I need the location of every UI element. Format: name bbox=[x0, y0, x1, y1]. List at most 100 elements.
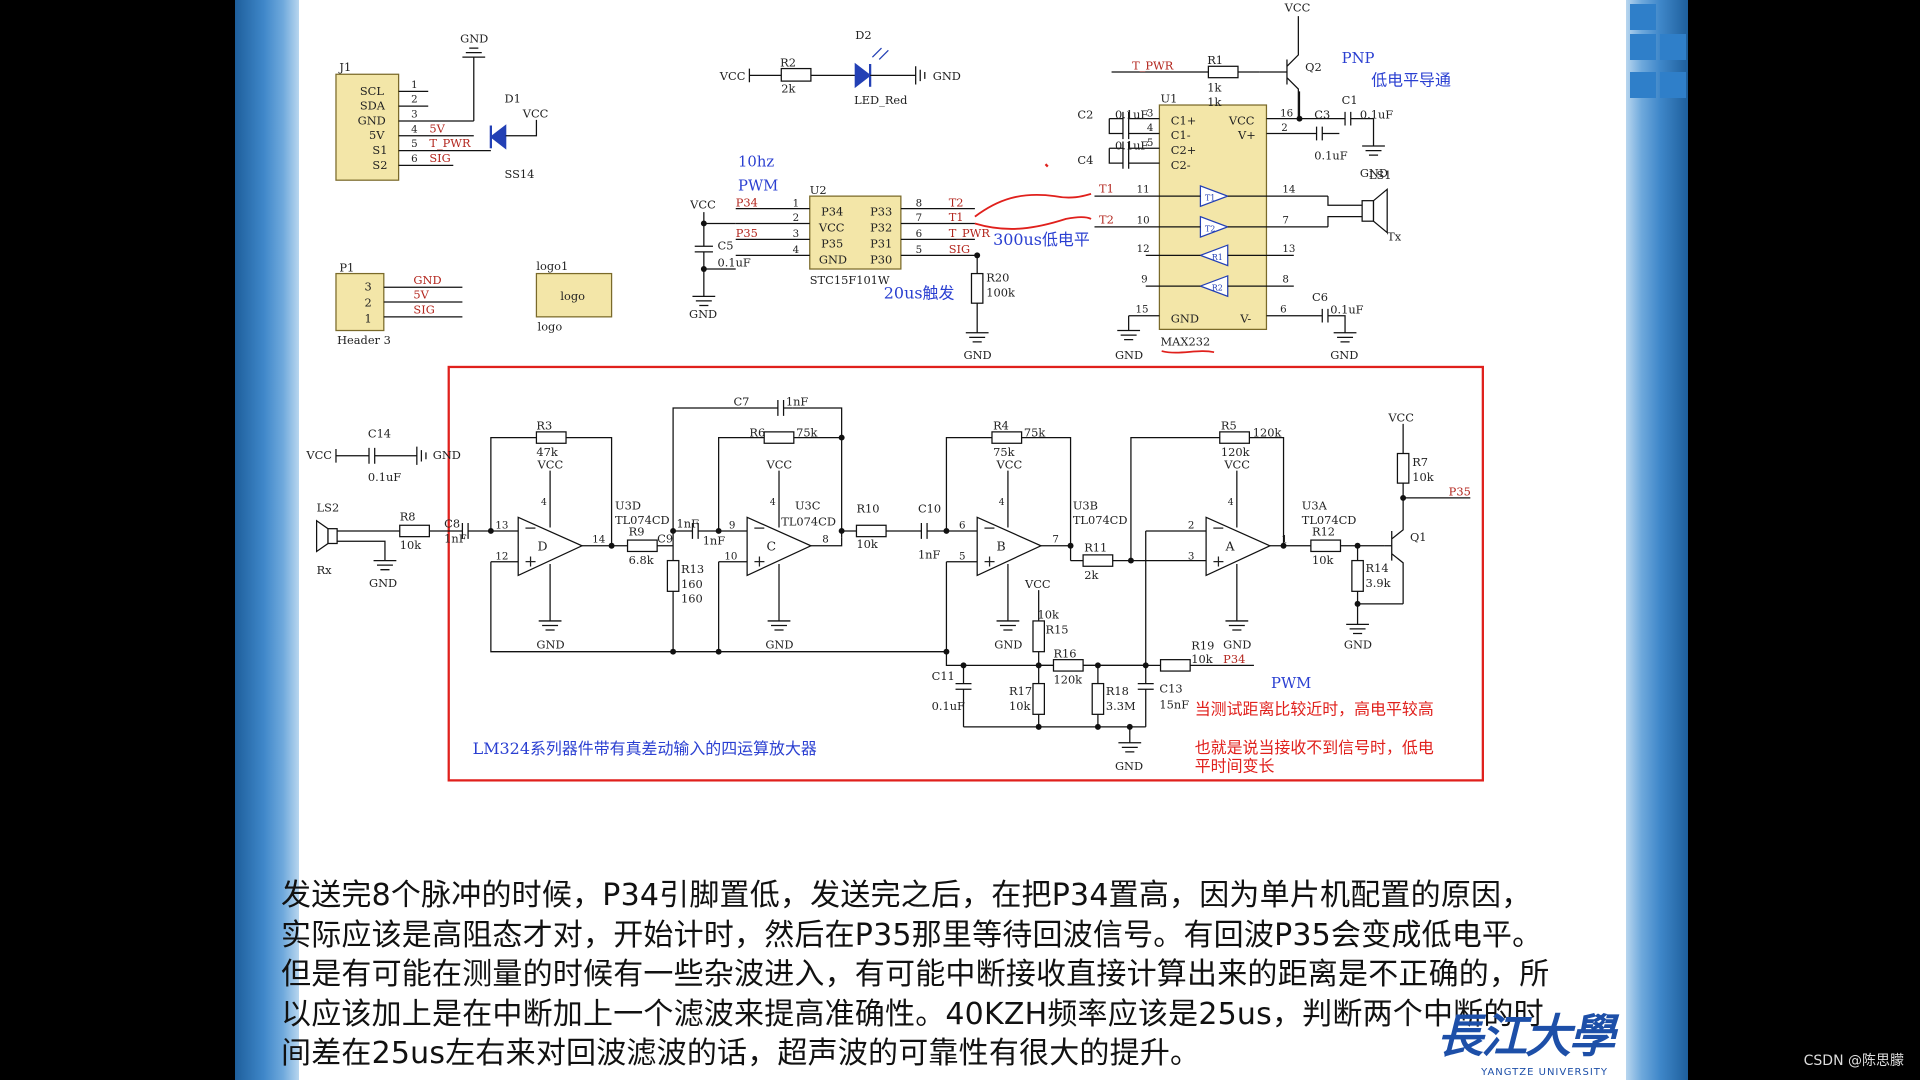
svg-text:3.9k: 3.9k bbox=[1366, 576, 1391, 590]
svg-text:R5: R5 bbox=[1221, 419, 1237, 433]
svg-text:6: 6 bbox=[916, 228, 923, 240]
svg-text:−: − bbox=[753, 518, 766, 537]
svg-text:5: 5 bbox=[916, 244, 923, 256]
svg-text:logo: logo bbox=[538, 320, 563, 334]
svg-text:R19: R19 bbox=[1191, 638, 1214, 652]
svg-text:P33: P33 bbox=[870, 204, 892, 218]
svg-text:160: 160 bbox=[681, 577, 703, 591]
svg-text:LS2: LS2 bbox=[317, 501, 340, 515]
svg-text:PWM: PWM bbox=[1271, 675, 1311, 692]
svg-text:1: 1 bbox=[364, 312, 371, 326]
svg-text:GND: GND bbox=[358, 113, 386, 127]
svg-text:C7: C7 bbox=[733, 395, 749, 409]
svg-text:0.1uF: 0.1uF bbox=[1360, 108, 1393, 122]
svg-text:C4: C4 bbox=[1077, 153, 1093, 167]
svg-text:Q2: Q2 bbox=[1305, 60, 1322, 74]
svg-text:15nF: 15nF bbox=[1159, 698, 1189, 712]
svg-text:2: 2 bbox=[793, 212, 800, 224]
svg-text:5: 5 bbox=[959, 550, 966, 562]
svg-text:R17: R17 bbox=[1009, 684, 1032, 698]
svg-text:13: 13 bbox=[1282, 243, 1295, 255]
svg-text:3: 3 bbox=[793, 228, 800, 240]
decor-square bbox=[1660, 72, 1686, 98]
svg-text:0.1uF: 0.1uF bbox=[368, 470, 401, 484]
svg-text:R11: R11 bbox=[1084, 540, 1107, 554]
svg-text:4: 4 bbox=[770, 498, 776, 508]
svg-text:TL074CD: TL074CD bbox=[615, 513, 670, 527]
svg-text:R16: R16 bbox=[1053, 646, 1076, 660]
svg-text:5V: 5V bbox=[369, 128, 385, 142]
svg-text:8: 8 bbox=[1282, 274, 1289, 286]
svg-text:C5: C5 bbox=[718, 239, 734, 253]
svg-text:R10: R10 bbox=[856, 502, 879, 516]
svg-text:GND: GND bbox=[964, 348, 992, 362]
svg-text:VCC: VCC bbox=[1284, 1, 1311, 15]
svg-text:14: 14 bbox=[1282, 184, 1295, 196]
svg-text:10k: 10k bbox=[1412, 470, 1433, 484]
svg-text:R1: R1 bbox=[1212, 253, 1223, 262]
svg-text:SIG: SIG bbox=[413, 302, 434, 316]
svg-text:C: C bbox=[766, 538, 776, 553]
svg-text:3: 3 bbox=[364, 280, 371, 294]
svg-text:+: + bbox=[1212, 551, 1225, 570]
svg-text:P34: P34 bbox=[821, 204, 843, 218]
svg-text:8: 8 bbox=[916, 197, 923, 209]
connector-p1: P1 3 2 1 GND 5V SIG Header 3 bbox=[335, 260, 463, 347]
slide-caption-text: 发送完8个脉冲的时候，P34引脚置低，发送完之后，在把P34置高，因为单片机配置… bbox=[281, 878, 1550, 1071]
svg-text:GND: GND bbox=[994, 637, 1022, 651]
svg-text:U1: U1 bbox=[1161, 92, 1178, 106]
svg-text:4: 4 bbox=[541, 498, 547, 508]
svg-text:GND: GND bbox=[1360, 166, 1388, 180]
svg-text:11: 11 bbox=[1137, 184, 1150, 196]
svg-text:0.1uF: 0.1uF bbox=[1330, 302, 1363, 316]
svg-text:6: 6 bbox=[959, 520, 966, 532]
svg-text:2k: 2k bbox=[781, 81, 795, 95]
svg-text:VCC: VCC bbox=[818, 220, 845, 234]
svg-text:R2: R2 bbox=[1212, 284, 1223, 293]
svg-text:12: 12 bbox=[1137, 243, 1150, 255]
svg-text:120k: 120k bbox=[1053, 673, 1082, 687]
circuit-schematic: J1 SCL SDA GND 5V S1 S2 1 2 3 4 5 6 5V T… bbox=[305, 1, 1484, 782]
svg-text:P35: P35 bbox=[1449, 485, 1471, 499]
svg-text:R14: R14 bbox=[1366, 561, 1389, 575]
svg-text:120k: 120k bbox=[1221, 445, 1250, 459]
svg-text:GND: GND bbox=[765, 637, 793, 651]
svg-text:10k: 10k bbox=[1191, 652, 1212, 666]
svg-text:0.1uF: 0.1uF bbox=[932, 699, 965, 713]
svg-text:1nF: 1nF bbox=[677, 517, 700, 531]
connector-j1: J1 SCL SDA GND 5V S1 S2 1 2 3 4 5 6 5V T… bbox=[335, 31, 491, 181]
svg-text:T_PWR: T_PWR bbox=[1132, 59, 1174, 73]
svg-text:1: 1 bbox=[1281, 533, 1288, 545]
svg-text:C9: C9 bbox=[657, 531, 673, 545]
svg-text:Header 3: Header 3 bbox=[337, 333, 391, 347]
svg-text:10k: 10k bbox=[1009, 699, 1030, 713]
svg-text:VCC: VCC bbox=[765, 457, 792, 471]
svg-text:4: 4 bbox=[1147, 122, 1154, 134]
svg-text:6: 6 bbox=[1280, 303, 1287, 315]
svg-text:MAX232: MAX232 bbox=[1161, 334, 1211, 348]
svg-text:U3C: U3C bbox=[795, 498, 821, 512]
svg-text:GND: GND bbox=[460, 31, 488, 45]
svg-text:R3: R3 bbox=[536, 419, 552, 433]
svg-text:1: 1 bbox=[793, 197, 800, 209]
svg-text:2: 2 bbox=[411, 94, 418, 106]
svg-text:4: 4 bbox=[411, 123, 418, 135]
svg-text:低电平导通: 低电平导通 bbox=[1371, 71, 1451, 90]
svg-text:GND: GND bbox=[1115, 348, 1143, 362]
svg-text:10hz: 10hz bbox=[738, 154, 774, 171]
svg-text:9: 9 bbox=[1141, 274, 1148, 286]
svg-text:GND: GND bbox=[413, 273, 441, 287]
svg-text:TL074CD: TL074CD bbox=[1302, 513, 1357, 527]
svg-text:160: 160 bbox=[681, 592, 703, 606]
svg-text:5: 5 bbox=[1147, 137, 1154, 149]
svg-text:T_PWR: T_PWR bbox=[429, 136, 471, 150]
svg-text:V+: V+ bbox=[1237, 128, 1256, 142]
svg-text:R20: R20 bbox=[986, 271, 1009, 285]
svg-text:C13: C13 bbox=[1159, 682, 1182, 696]
slide: J1 SCL SDA GND 5V S1 S2 1 2 3 4 5 6 5V T… bbox=[235, 0, 1688, 1080]
svg-text:也就是说当接收不到信号时，低电: 也就是说当接收不到信号时，低电 bbox=[1195, 738, 1434, 757]
svg-text:D1: D1 bbox=[505, 92, 521, 106]
svg-text:0.1uF: 0.1uF bbox=[1115, 108, 1148, 122]
svg-text:2k: 2k bbox=[1084, 568, 1098, 582]
svg-text:1k: 1k bbox=[1207, 95, 1221, 109]
